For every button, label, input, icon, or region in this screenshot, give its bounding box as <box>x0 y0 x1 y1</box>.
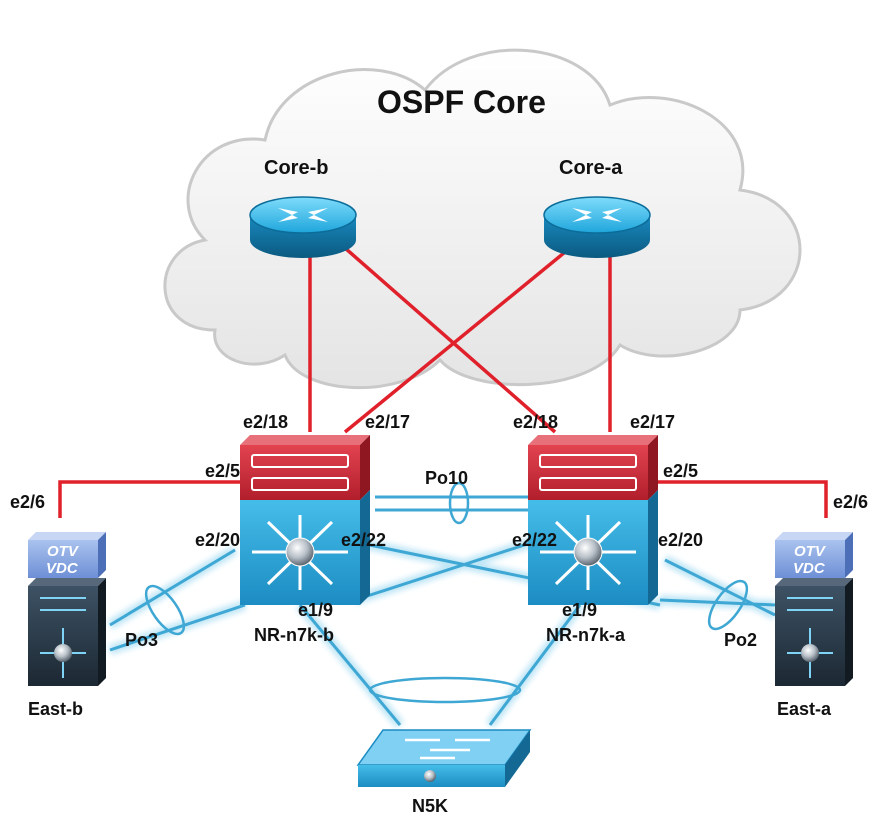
label-n5k: N5K <box>412 796 448 816</box>
po2-ring <box>707 579 749 631</box>
po3-ring <box>144 584 186 636</box>
port-b-e2-5: e2/5 <box>205 461 240 481</box>
label-nr-n7k-b: NR-n7k-b <box>254 625 334 645</box>
port-a-e2-22: e2/22 <box>512 530 557 550</box>
otv-label-b-line2: VDC <box>46 560 79 577</box>
l2-links <box>107 481 778 729</box>
switch-nr-n7k-b[interactable] <box>240 435 370 605</box>
port-b-e2-22: e2/22 <box>341 530 386 550</box>
otv-label-b-line1: OTV <box>47 543 80 560</box>
port-a-e2-17: e2/17 <box>630 412 675 432</box>
label-core-b: Core-b <box>264 157 328 179</box>
link-nra-easta-2 <box>659 598 776 607</box>
link-nrb-eastb-1 <box>109 548 236 627</box>
po10-ring <box>448 481 470 525</box>
l3-links <box>58 246 828 518</box>
port-a-e2-18: e2/18 <box>513 412 558 432</box>
link-coreb-nra <box>343 246 557 434</box>
router-arrows-icon <box>572 208 622 222</box>
port-eastb-e2-6: e2/6 <box>10 492 45 512</box>
link-nrb-n5k <box>298 604 402 726</box>
label-east-a: East-a <box>777 699 832 719</box>
n5k-po-ring <box>368 676 522 704</box>
router-core-a[interactable] <box>543 196 651 258</box>
link-nra-e222-nrb <box>354 533 556 602</box>
port-b-e1-9: e1/9 <box>298 600 333 620</box>
link-corea-nrb <box>343 246 572 434</box>
label-po10: Po10 <box>425 468 468 488</box>
otv-label-a-line1: OTV <box>794 543 827 560</box>
labels: OSPF Core Core-b Core-a e2/18 e2/17 e2/1… <box>10 84 868 816</box>
label-east-b: East-b <box>28 699 83 719</box>
label-po3: Po3 <box>125 630 158 650</box>
label-nr-n7k-a: NR-n7k-a <box>546 625 626 645</box>
link-nra-easta-1 <box>664 558 776 617</box>
router-core-b[interactable] <box>249 196 357 258</box>
switch-east-b[interactable] <box>28 532 106 686</box>
link-nrb-eastb-2 <box>109 603 246 652</box>
switch-nr-n7k-a[interactable] <box>528 435 658 605</box>
port-easta-e2-6: e2/6 <box>833 492 868 512</box>
cloud-title: OSPF Core <box>377 84 546 120</box>
port-b-e2-20: e2/20 <box>195 530 240 550</box>
label-core-a: Core-a <box>559 157 623 179</box>
switch-east-a[interactable] <box>775 532 853 686</box>
label-po2: Po2 <box>724 630 757 650</box>
port-b-e2-18: e2/18 <box>243 412 288 432</box>
port-a-e1-9: e1/9 <box>562 600 597 620</box>
link-nra-n5k <box>488 604 582 726</box>
router-arrows-icon <box>278 208 328 222</box>
otv-label-a-line2: VDC <box>793 560 826 577</box>
link-nrb-eastb <box>58 480 240 518</box>
port-b-e2-17: e2/17 <box>365 412 410 432</box>
port-a-e2-5: e2/5 <box>663 461 698 481</box>
switch-n5k[interactable] <box>356 729 532 787</box>
port-a-e2-20: e2/20 <box>658 530 703 550</box>
ospf-core-cloud <box>163 48 802 390</box>
link-nra-easta <box>655 480 828 518</box>
